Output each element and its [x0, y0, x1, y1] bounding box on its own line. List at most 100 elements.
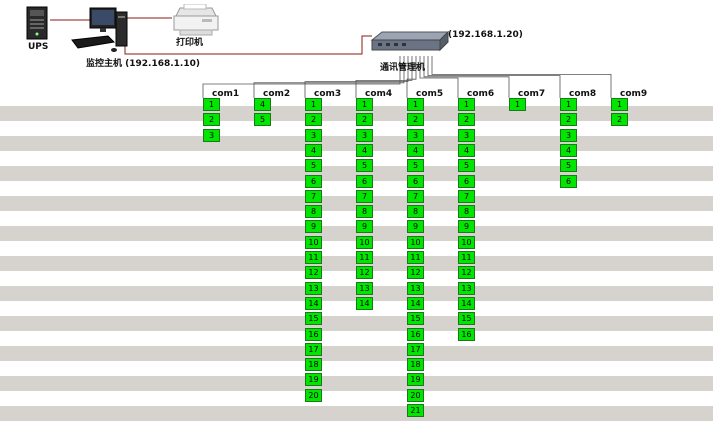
device-box: 3 [560, 129, 577, 142]
device-box: 3 [458, 129, 475, 142]
device-box: 10 [356, 236, 373, 249]
device-box: 7 [458, 190, 475, 203]
device-box: 14 [356, 297, 373, 310]
device-box: 12 [305, 266, 322, 279]
device-box: 9 [458, 220, 475, 233]
device-box: 21 [407, 404, 424, 417]
device-box: 12 [458, 266, 475, 279]
device-box: 2 [203, 113, 220, 126]
device-box: 11 [305, 251, 322, 264]
device-box: 13 [458, 282, 475, 295]
device-box: 4 [560, 144, 577, 157]
port-label-com6: com6 [467, 89, 495, 99]
device-box: 14 [458, 297, 475, 310]
port-link-com5 [406, 56, 417, 98]
printer-label: 打印机 [176, 38, 204, 48]
background-stripe [0, 406, 713, 421]
device-box: 5 [305, 159, 322, 172]
port-link-com6 [419, 56, 459, 98]
device-box: 5 [458, 159, 475, 172]
device-box: 2 [407, 113, 424, 126]
port-label-com3: com3 [314, 89, 342, 99]
device-box: 15 [458, 312, 475, 325]
device-box: 9 [356, 220, 373, 233]
device-box: 16 [407, 328, 424, 341]
device-box: 11 [356, 251, 373, 264]
device-box: 10 [458, 236, 475, 249]
port-label-com2: com2 [263, 89, 291, 99]
device-box: 6 [305, 175, 322, 188]
ups-label: UPS [28, 42, 49, 52]
port-link-com8 [427, 56, 561, 98]
port-label-com5: com5 [416, 89, 444, 99]
comm-manager-ip: (192.168.1.20) [448, 30, 523, 40]
device-box: 8 [305, 205, 322, 218]
device-box: 8 [458, 205, 475, 218]
background-stripe [0, 136, 713, 151]
device-box: 8 [356, 205, 373, 218]
device-box: 5 [356, 159, 373, 172]
device-box: 2 [611, 113, 628, 126]
ups-icon [26, 6, 48, 44]
background-stripe [0, 346, 713, 361]
device-box: 14 [305, 297, 322, 310]
device-box: 18 [407, 358, 424, 371]
device-box: 12 [356, 266, 373, 279]
device-box: 11 [458, 251, 475, 264]
device-box: 4 [305, 144, 322, 157]
device-box: 3 [356, 129, 373, 142]
switch-icon [368, 30, 450, 58]
port-label-com7: com7 [518, 89, 546, 99]
device-box: 4 [356, 144, 373, 157]
device-box: 2 [305, 113, 322, 126]
device-box: 1 [203, 98, 220, 111]
device-box: 16 [458, 328, 475, 341]
device-box: 20 [407, 389, 424, 402]
device-box: 14 [407, 297, 424, 310]
device-box: 4 [407, 144, 424, 157]
monitor-host-label: 监控主机 (192.168.1.10) [86, 59, 200, 69]
comm-manager-label: 通讯管理机 [380, 63, 426, 73]
port-label-com8: com8 [569, 89, 597, 99]
device-box: 13 [305, 282, 322, 295]
device-box: 1 [356, 98, 373, 111]
background-stripe [0, 166, 713, 181]
port-link-com3 [304, 56, 409, 98]
background-stripe [0, 376, 713, 391]
device-box: 7 [407, 190, 424, 203]
device-box: 7 [356, 190, 373, 203]
device-box: 10 [407, 236, 424, 249]
port-link-com4 [355, 56, 413, 98]
device-box: 3 [203, 129, 220, 142]
device-box: 4 [254, 98, 271, 111]
device-box: 5 [560, 159, 577, 172]
device-box: 13 [356, 282, 373, 295]
background-stripe [0, 196, 713, 211]
device-box: 9 [407, 220, 424, 233]
device-box: 19 [407, 373, 424, 386]
printer-icon [172, 3, 220, 42]
device-box: 6 [407, 175, 424, 188]
device-box: 1 [407, 98, 424, 111]
device-box: 1 [611, 98, 628, 111]
device-box: 4 [458, 144, 475, 157]
device-box: 1 [458, 98, 475, 111]
device-box: 1 [509, 98, 526, 111]
device-box: 6 [356, 175, 373, 188]
port-link-com1 [202, 56, 401, 98]
device-box: 3 [305, 129, 322, 142]
computer-icon [68, 6, 128, 60]
device-box: 13 [407, 282, 424, 295]
port-label-com4: com4 [365, 89, 393, 99]
device-box: 17 [305, 343, 322, 356]
host-manager-link [124, 35, 372, 55]
device-box: 17 [407, 343, 424, 356]
port-fanout [202, 56, 612, 98]
device-box: 15 [407, 312, 424, 325]
device-box: 11 [407, 251, 424, 264]
device-box: 6 [560, 175, 577, 188]
port-link-com2 [253, 56, 405, 98]
port-label-com9: com9 [620, 89, 648, 99]
device-box: 5 [254, 113, 271, 126]
